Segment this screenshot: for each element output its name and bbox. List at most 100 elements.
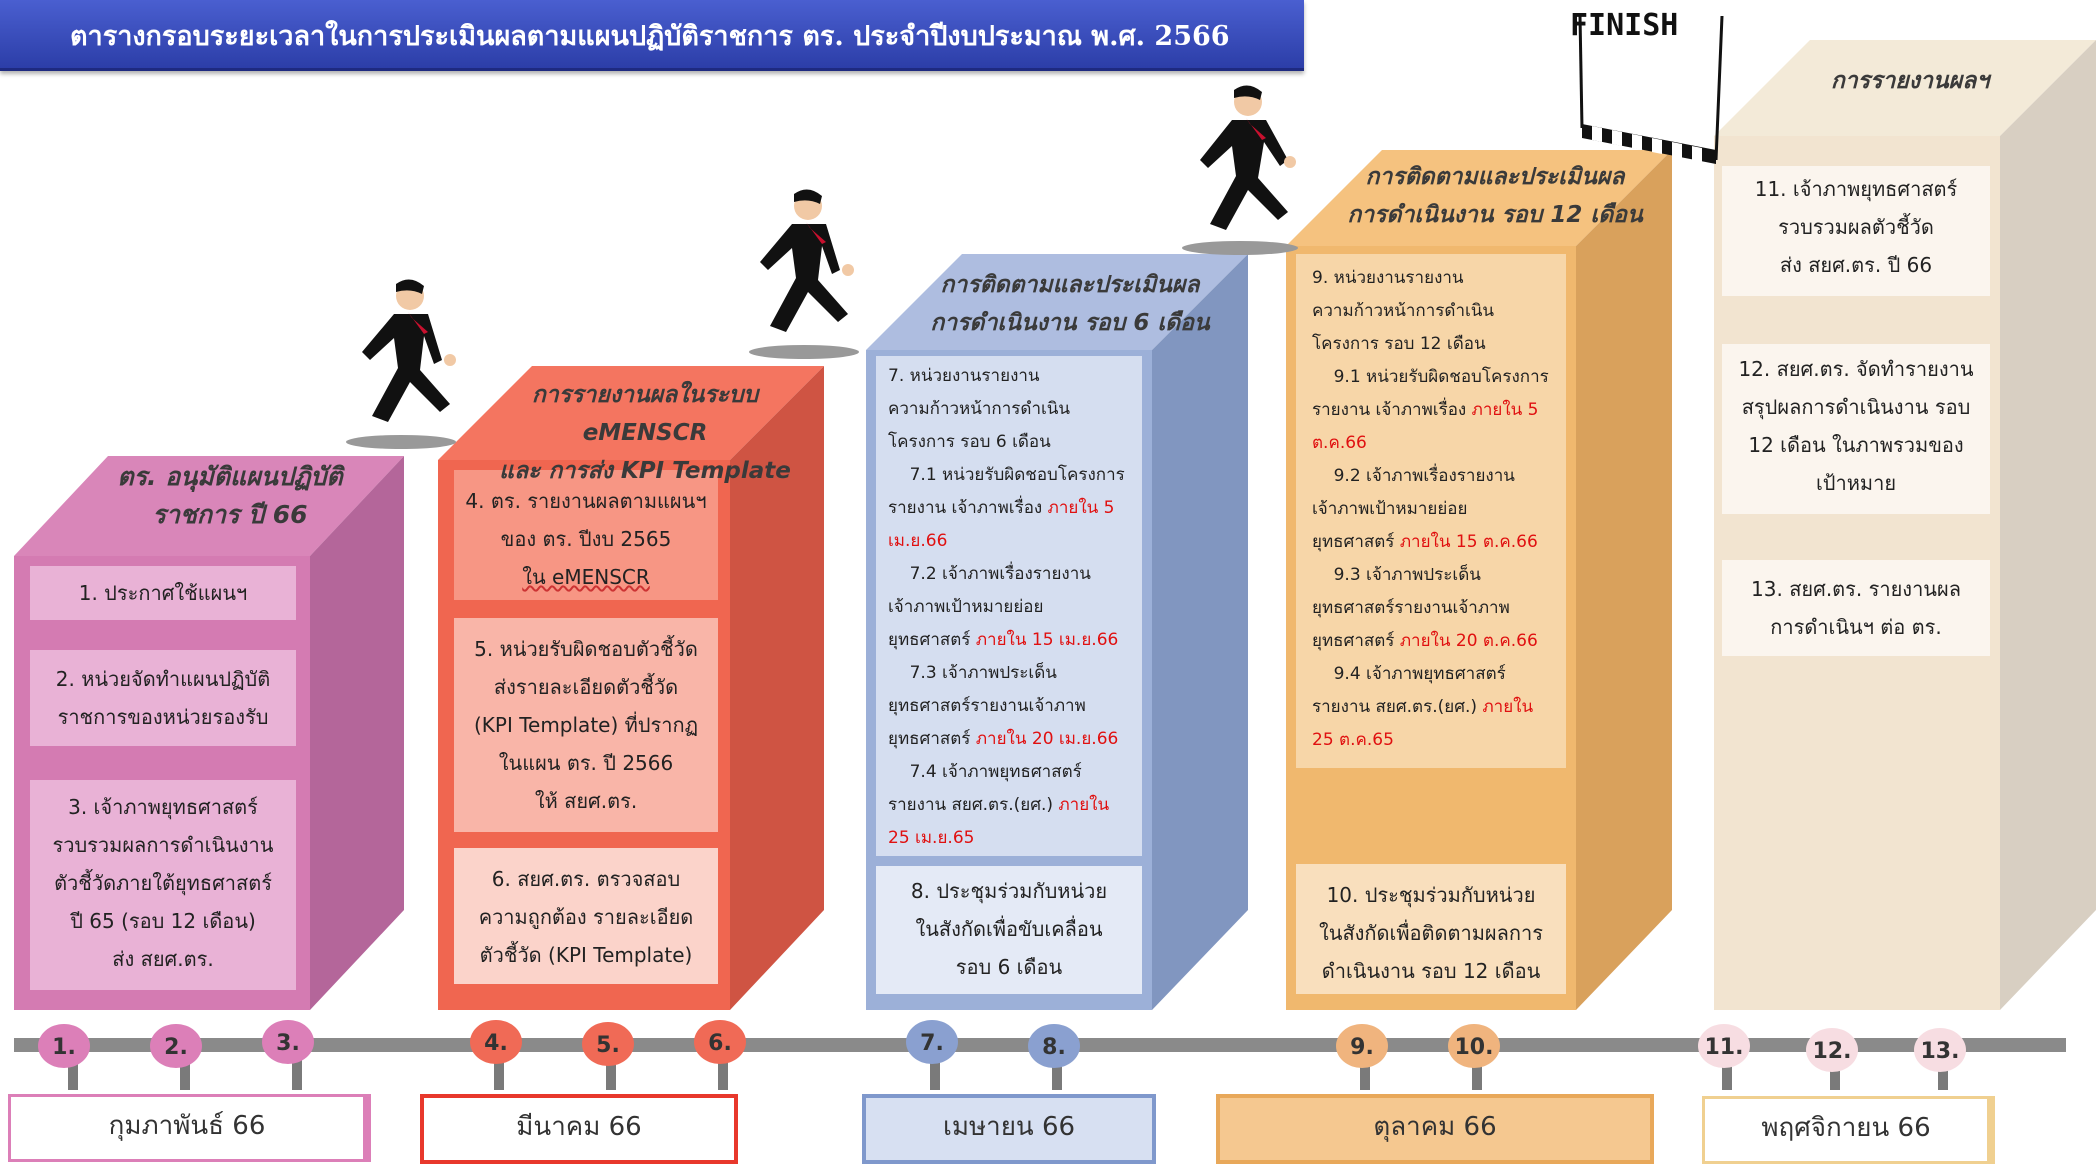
deadline-text: ภายใน <box>1482 697 1534 717</box>
detail-line-text: 9.3 เจ้าภาพประเด็น <box>1312 565 1481 585</box>
step-text-5: 5. หน่วยรับผิดชอบตัวชี้วัดส่งรายละเอียดต… <box>473 637 699 813</box>
deadline-text: ภายใน 20 ต.ค.66 <box>1399 631 1538 651</box>
step-marker-2: 2. <box>150 1024 202 1068</box>
detail-line-text: ความก้าวหน้าการดำเนิน <box>1312 301 1495 321</box>
step-marker-8: 8. <box>1028 1024 1080 1068</box>
detail-line: 25 เม.ย.65 <box>888 822 1144 855</box>
runner-icon <box>749 189 859 359</box>
detail-line: ความก้าวหน้าการดำเนิน <box>1312 295 1568 328</box>
step-text-10: 10. ประชุมร่วมกับหน่วยในสังกัดเพื่อติดตา… <box>1319 883 1543 983</box>
finish-flag-icon <box>1578 15 1724 164</box>
deadline-text: 25 ต.ค.65 <box>1312 730 1394 750</box>
detail-line: รายงาน เจ้าภาพเรื่อง ภายใน 5 <box>888 492 1144 525</box>
detail-line-text: 7. หน่วยงานรายงาน <box>888 366 1040 386</box>
month-label-apr: เมษายน 66 <box>862 1094 1156 1164</box>
detail-line: ยุทธศาสตร์รายงานเจ้าภาพ <box>1312 592 1568 625</box>
detail-line-text: 7.4 เจ้าภาพยุทธศาสตร์ <box>888 762 1082 782</box>
detail-line: 7.2 เจ้าภาพเรื่องรายงาน <box>888 558 1144 591</box>
step-text-12: 12. สยศ.ตร. จัดทำรายงานสรุปผลการดำเนินงา… <box>1738 357 1974 495</box>
detail-line-text: 7.2 เจ้าภาพเรื่องรายงาน <box>888 564 1091 584</box>
column-header-4: การติดตามและประเมินผลการดำเนินงาน รอบ 12… <box>1347 164 1643 228</box>
step-marker-11: 11. <box>1698 1024 1750 1068</box>
detail-line: รายงาน สยศ.ตร.(ยศ.) ภายใน <box>1312 691 1568 724</box>
detail-line-text: เจ้าภาพเป้าหมายย่อย <box>888 597 1044 617</box>
step-text-13: 13. สยศ.ตร. รายงานผลการดำเนินฯ ต่อ ตร. <box>1751 577 1961 639</box>
detail-line: ความก้าวหน้าการดำเนิน <box>888 393 1144 426</box>
step-marker-9: 9. <box>1336 1024 1388 1068</box>
deadline-text: ภายใน <box>1058 795 1110 815</box>
detail-line: ยุทธศาสตร์รายงานเจ้าภาพ <box>888 690 1144 723</box>
detail-line-text: 7.1 หน่วยรับผิดชอบโครงการ <box>888 465 1125 485</box>
detail-line: รายงาน สยศ.ตร.(ยศ.) ภายใน <box>888 789 1144 822</box>
detail-line: ยุทธศาสตร์ ภายใน 15 ต.ค.66 <box>1312 526 1568 559</box>
detail-line: เจ้าภาพเป้าหมายย่อย <box>888 591 1144 624</box>
deadline-text: เม.ย.66 <box>888 531 948 551</box>
step-text-6: 6. สยศ.ตร. ตรวจสอบความถูกต้อง รายละเอียด… <box>478 867 694 967</box>
detail-line-text: 9.1 หน่วยรับผิดชอบโครงการ <box>1312 367 1549 387</box>
step-text-3: 3. เจ้าภาพยุทธศาสตร์รวบรวมผลการดำเนินงาน… <box>52 795 274 971</box>
deadline-text: ต.ค.66 <box>1312 433 1367 453</box>
step-text-8: 8. ประชุมร่วมกับหน่วยในสังกัดเพื่อขับเคล… <box>910 879 1108 979</box>
detail-line: 25 ต.ค.65 <box>1312 724 1568 757</box>
detail-line-text: ยุทธศาสตร์ <box>888 729 976 749</box>
detail-line-text: 9. หน่วยงานรายงาน <box>1312 268 1464 288</box>
column-header-3: การติดตามและประเมินผลการดำเนินงาน รอบ 6 … <box>930 272 1210 336</box>
step-text-1: 1. ประกาศใช้แผนฯ <box>78 581 248 605</box>
step-marker-13: 13. <box>1914 1028 1966 1072</box>
step-marker-3: 3. <box>262 1020 314 1064</box>
deadline-text: ภายใน 15 เม.ย.66 <box>975 630 1119 650</box>
page-title: ตารางกรอบระยะเวลาในการประเมินผลตามแผนปฏิ… <box>70 21 1230 52</box>
detail-line-text: ยุทธศาสตร์ <box>888 630 976 650</box>
detail-line-text: ยุทธศาสตร์รายงานเจ้าภาพ <box>888 696 1086 716</box>
deadline-text: ภายใน 20 เม.ย.66 <box>975 729 1119 749</box>
step-marker-6: 6. <box>694 1020 746 1064</box>
step-marker-10: 10. <box>1448 1024 1500 1068</box>
detail-line: 9.2 เจ้าภาพเรื่องรายงาน <box>1312 460 1568 493</box>
column-header-5: การรายงานผลฯ <box>1830 68 1990 94</box>
step-text-2: 2. หน่วยจัดทำแผนปฏิบัติราชการของหน่วยรอง… <box>55 667 271 729</box>
detail-line-text: ยุทธศาสตร์รายงานเจ้าภาพ <box>1312 598 1510 618</box>
detail-line: รายงาน เจ้าภาพเรื่อง ภายใน 5 <box>1312 394 1568 427</box>
finish-label: FINISH <box>1570 8 1679 43</box>
detail-line-text: 9.4 เจ้าภาพยุทธศาสตร์ <box>1312 664 1506 684</box>
deadline-text: ภายใน 5 <box>1471 400 1539 420</box>
runner-icon <box>346 279 456 449</box>
month-label-mar: มีนาคม 66 <box>420 1094 738 1164</box>
detail-line-text: ยุทธศาสตร์ <box>1312 532 1400 552</box>
title-bar <box>0 0 1304 71</box>
detail-line: โครงการ รอบ 6 เดือน <box>888 426 1144 459</box>
deadline-text: 25 เม.ย.65 <box>888 828 975 848</box>
step-marker-7: 7. <box>906 1020 958 1064</box>
detail-line: ยุทธศาสตร์ ภายใน 20 เม.ย.66 <box>888 723 1144 756</box>
detail-line: 7. หน่วยงานรายงาน <box>888 360 1144 393</box>
detail-line: เจ้าภาพเป้าหมายย่อย <box>1312 493 1568 526</box>
detail-line: 9.4 เจ้าภาพยุทธศาสตร์ <box>1312 658 1568 691</box>
detail-line: เม.ย.66 <box>888 525 1144 558</box>
detail-line-text: รายงาน สยศ.ตร.(ยศ.) <box>1312 697 1483 717</box>
detail-line-text: 9.2 เจ้าภาพเรื่องรายงาน <box>1312 466 1515 486</box>
detail-line-text: 7.3 เจ้าภาพประเด็น <box>888 663 1057 683</box>
month-label-nov: พฤศจิกายน 66 <box>1702 1096 1995 1164</box>
step-marker-4: 4. <box>470 1020 522 1064</box>
month-label-oct: ตุลาคม 66 <box>1216 1094 1654 1164</box>
detail-line: 7.3 เจ้าภาพประเด็น <box>888 657 1144 690</box>
step-marker-12: 12. <box>1806 1028 1858 1072</box>
step-text-11: 11. เจ้าภาพยุทธศาสตร์รวบรวมผลตัวชี้วัดส่… <box>1754 177 1958 277</box>
detail-line: 9. หน่วยงานรายงาน <box>1312 262 1568 295</box>
detail-line: 7.1 หน่วยรับผิดชอบโครงการ <box>888 459 1144 492</box>
detail-line-text: เจ้าภาพเป้าหมายย่อย <box>1312 499 1468 519</box>
step-marker-5: 5. <box>582 1022 634 1066</box>
runner-icon <box>1182 85 1298 255</box>
detail-line: ยุทธศาสตร์ ภายใน 20 ต.ค.66 <box>1312 625 1568 658</box>
step-marker-1: 1. <box>38 1024 90 1068</box>
column-header-1: ตร. อนุมัติแผนปฏิบัติราชการ ปี 66 <box>117 462 343 529</box>
detail-line: ต.ค.66 <box>1312 427 1568 460</box>
detail-line-text: โครงการ รอบ 6 เดือน <box>888 432 1051 452</box>
detail-line: ยุทธศาสตร์ ภายใน 15 เม.ย.66 <box>888 624 1144 657</box>
deadline-text: ภายใน 5 <box>1047 498 1115 518</box>
deadline-text: ภายใน 15 ต.ค.66 <box>1399 532 1538 552</box>
month-label-feb: กุมภาพันธ์ 66 <box>8 1094 371 1162</box>
